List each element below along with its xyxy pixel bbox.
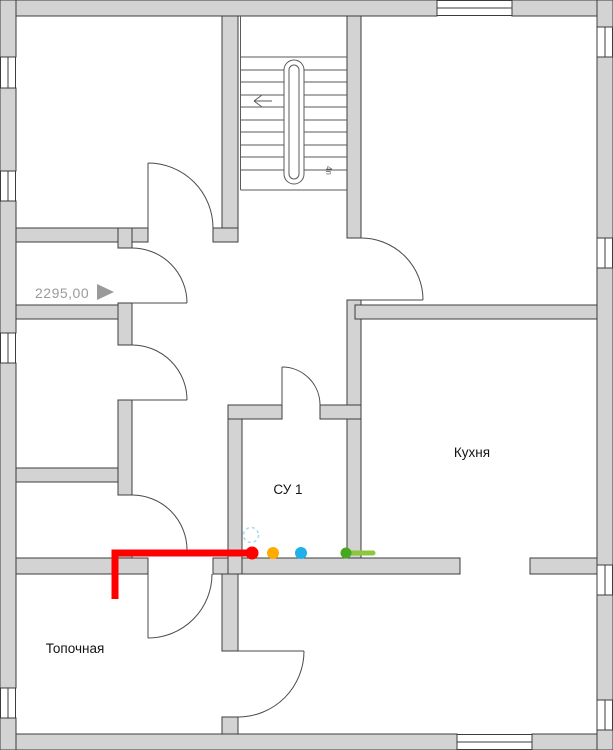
door-arc (131, 247, 188, 304)
wall-segment (346, 299, 362, 575)
stair-stringer-inner (288, 64, 300, 180)
stair-direction-arrow (253, 94, 272, 108)
wall-segment (227, 404, 243, 575)
wall-segment (346, 15, 362, 239)
window (456, 734, 533, 750)
wall-segment (0, 362, 17, 689)
door-arc (131, 344, 188, 401)
wall-segment (15, 227, 149, 243)
wall-segment (0, 87, 17, 172)
wall-segment (0, 733, 458, 750)
wall-segment (596, 729, 613, 750)
stair-stringer-outer (283, 59, 305, 185)
wall-segment (221, 716, 239, 735)
wall-segment (117, 399, 133, 496)
wall-segment (15, 467, 133, 483)
wall-segment (221, 15, 239, 243)
window (0, 332, 16, 364)
dashed-circle-marker[interactable] (242, 526, 260, 544)
door-arc (147, 573, 213, 639)
wall-segment (212, 227, 239, 243)
wall-segment (227, 404, 283, 420)
green-point-marker[interactable] (340, 547, 352, 559)
dimension-arrow-icon (97, 284, 114, 300)
window (436, 0, 513, 16)
staircase: 4п (240, 16, 347, 191)
stair-mark-label: 4п (324, 166, 333, 175)
door-arc (147, 162, 214, 229)
window (596, 237, 613, 269)
wall-segment (117, 302, 133, 346)
door-arc (237, 650, 305, 718)
window (596, 26, 613, 58)
wall-segment (15, 557, 149, 575)
red-pipe-line[interactable] (111, 549, 248, 599)
interior-walls (15, 15, 598, 735)
wall-segment (15, 304, 133, 320)
window (596, 699, 613, 731)
wall-segment (319, 404, 362, 420)
wall-segment (596, 56, 613, 239)
wall-segment (117, 227, 133, 249)
wall-segment (221, 573, 239, 652)
window (0, 170, 16, 202)
room-label-bathroom: СУ 1 (273, 482, 302, 497)
labels: 2295,00 СУ 1 Кухня Топочная (35, 284, 490, 656)
blue-point-marker[interactable] (295, 547, 307, 559)
plumbing-markers[interactable] (111, 526, 376, 600)
wall-segment (596, 594, 613, 701)
dimension-label: 2295,00 (35, 285, 89, 301)
wall-segment (596, 0, 613, 28)
wall-segment (0, 717, 17, 750)
doors (131, 162, 424, 718)
room-label-boiler: Топочная (46, 641, 105, 656)
wall-segment (0, 0, 17, 58)
orange-point-marker[interactable] (267, 547, 279, 559)
wall-segment (596, 267, 613, 566)
wall-segment (354, 304, 598, 320)
window (0, 687, 16, 719)
door-arc (281, 366, 321, 406)
window (0, 56, 16, 89)
wall-segment (0, 0, 438, 17)
door-arc (360, 237, 424, 301)
room-label-kitchen: Кухня (454, 445, 490, 460)
door-arc (131, 494, 188, 551)
red-point-marker[interactable] (245, 546, 259, 560)
wall-segment (529, 557, 598, 575)
window (596, 564, 613, 596)
wall-segment (212, 557, 461, 575)
wall-segment (0, 200, 17, 334)
